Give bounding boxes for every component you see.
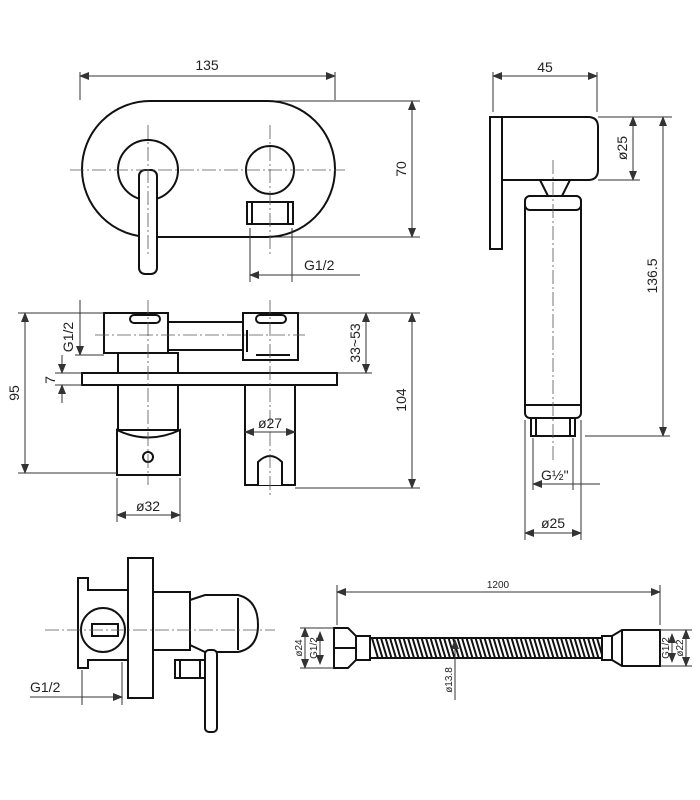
dim-spray-length: 136.5 (644, 258, 660, 293)
dim-hose-dia-left: ø24 (294, 639, 305, 657)
dim-front-body-dia: ø32 (136, 498, 160, 514)
dim-top-width: 135 (195, 57, 219, 73)
hose-right-fitting (601, 629, 661, 667)
front-view: G1/2 7 95 33~53 104 ø27 ø32 (6, 300, 420, 522)
dim-holder-depth: 45 (537, 59, 553, 75)
dim-hose-thread-right: G1/2 (661, 637, 672, 659)
side-view: G1/2 (30, 557, 275, 733)
dim-top-thread: G1/2 (304, 257, 335, 273)
side-body (152, 591, 191, 651)
holder-cradle (501, 116, 599, 181)
dim-hose-thread-left: G1/2 (309, 637, 320, 659)
side-wall-plate (127, 557, 154, 699)
dim-front-plate: 7 (42, 376, 58, 384)
dim-front-thread: G1/2 (60, 322, 76, 353)
hose-left-ferrule (355, 635, 371, 661)
dim-holder-dia: ø25 (614, 136, 630, 160)
dim-front-height-right: 104 (393, 388, 409, 412)
sprayer-view: 45 ø25 136.5 G½" ø25 (489, 59, 672, 540)
dim-side-thread: G1/2 (30, 679, 61, 695)
front-wall-plate (81, 372, 338, 386)
side-lever (204, 649, 218, 733)
dim-spray-thread: G½" (541, 467, 569, 483)
internal-pipe (167, 321, 249, 351)
dim-front-height: 95 (6, 385, 22, 401)
dim-hose-dia-right: ø22 (675, 639, 686, 657)
holder-wall-bracket (489, 116, 503, 250)
top-view: 135 65 70 G1/2 (70, 57, 420, 282)
hose-view: 1200 ø24 G1/2 ø13.8 ø22 G1/2 (294, 580, 692, 700)
dim-spray-dia: ø25 (541, 515, 565, 531)
dim-front-holder-dia: ø27 (258, 415, 282, 431)
dim-hose-dia-tube: ø13.8 (444, 667, 455, 693)
outlet-body (242, 312, 299, 361)
dim-top-height: 70 (393, 161, 409, 177)
side-outlet (174, 659, 206, 679)
dim-front-depth-range: 33~53 (347, 323, 363, 363)
dim-hose-length: 1200 (487, 580, 510, 591)
side-handle-head (189, 594, 260, 653)
